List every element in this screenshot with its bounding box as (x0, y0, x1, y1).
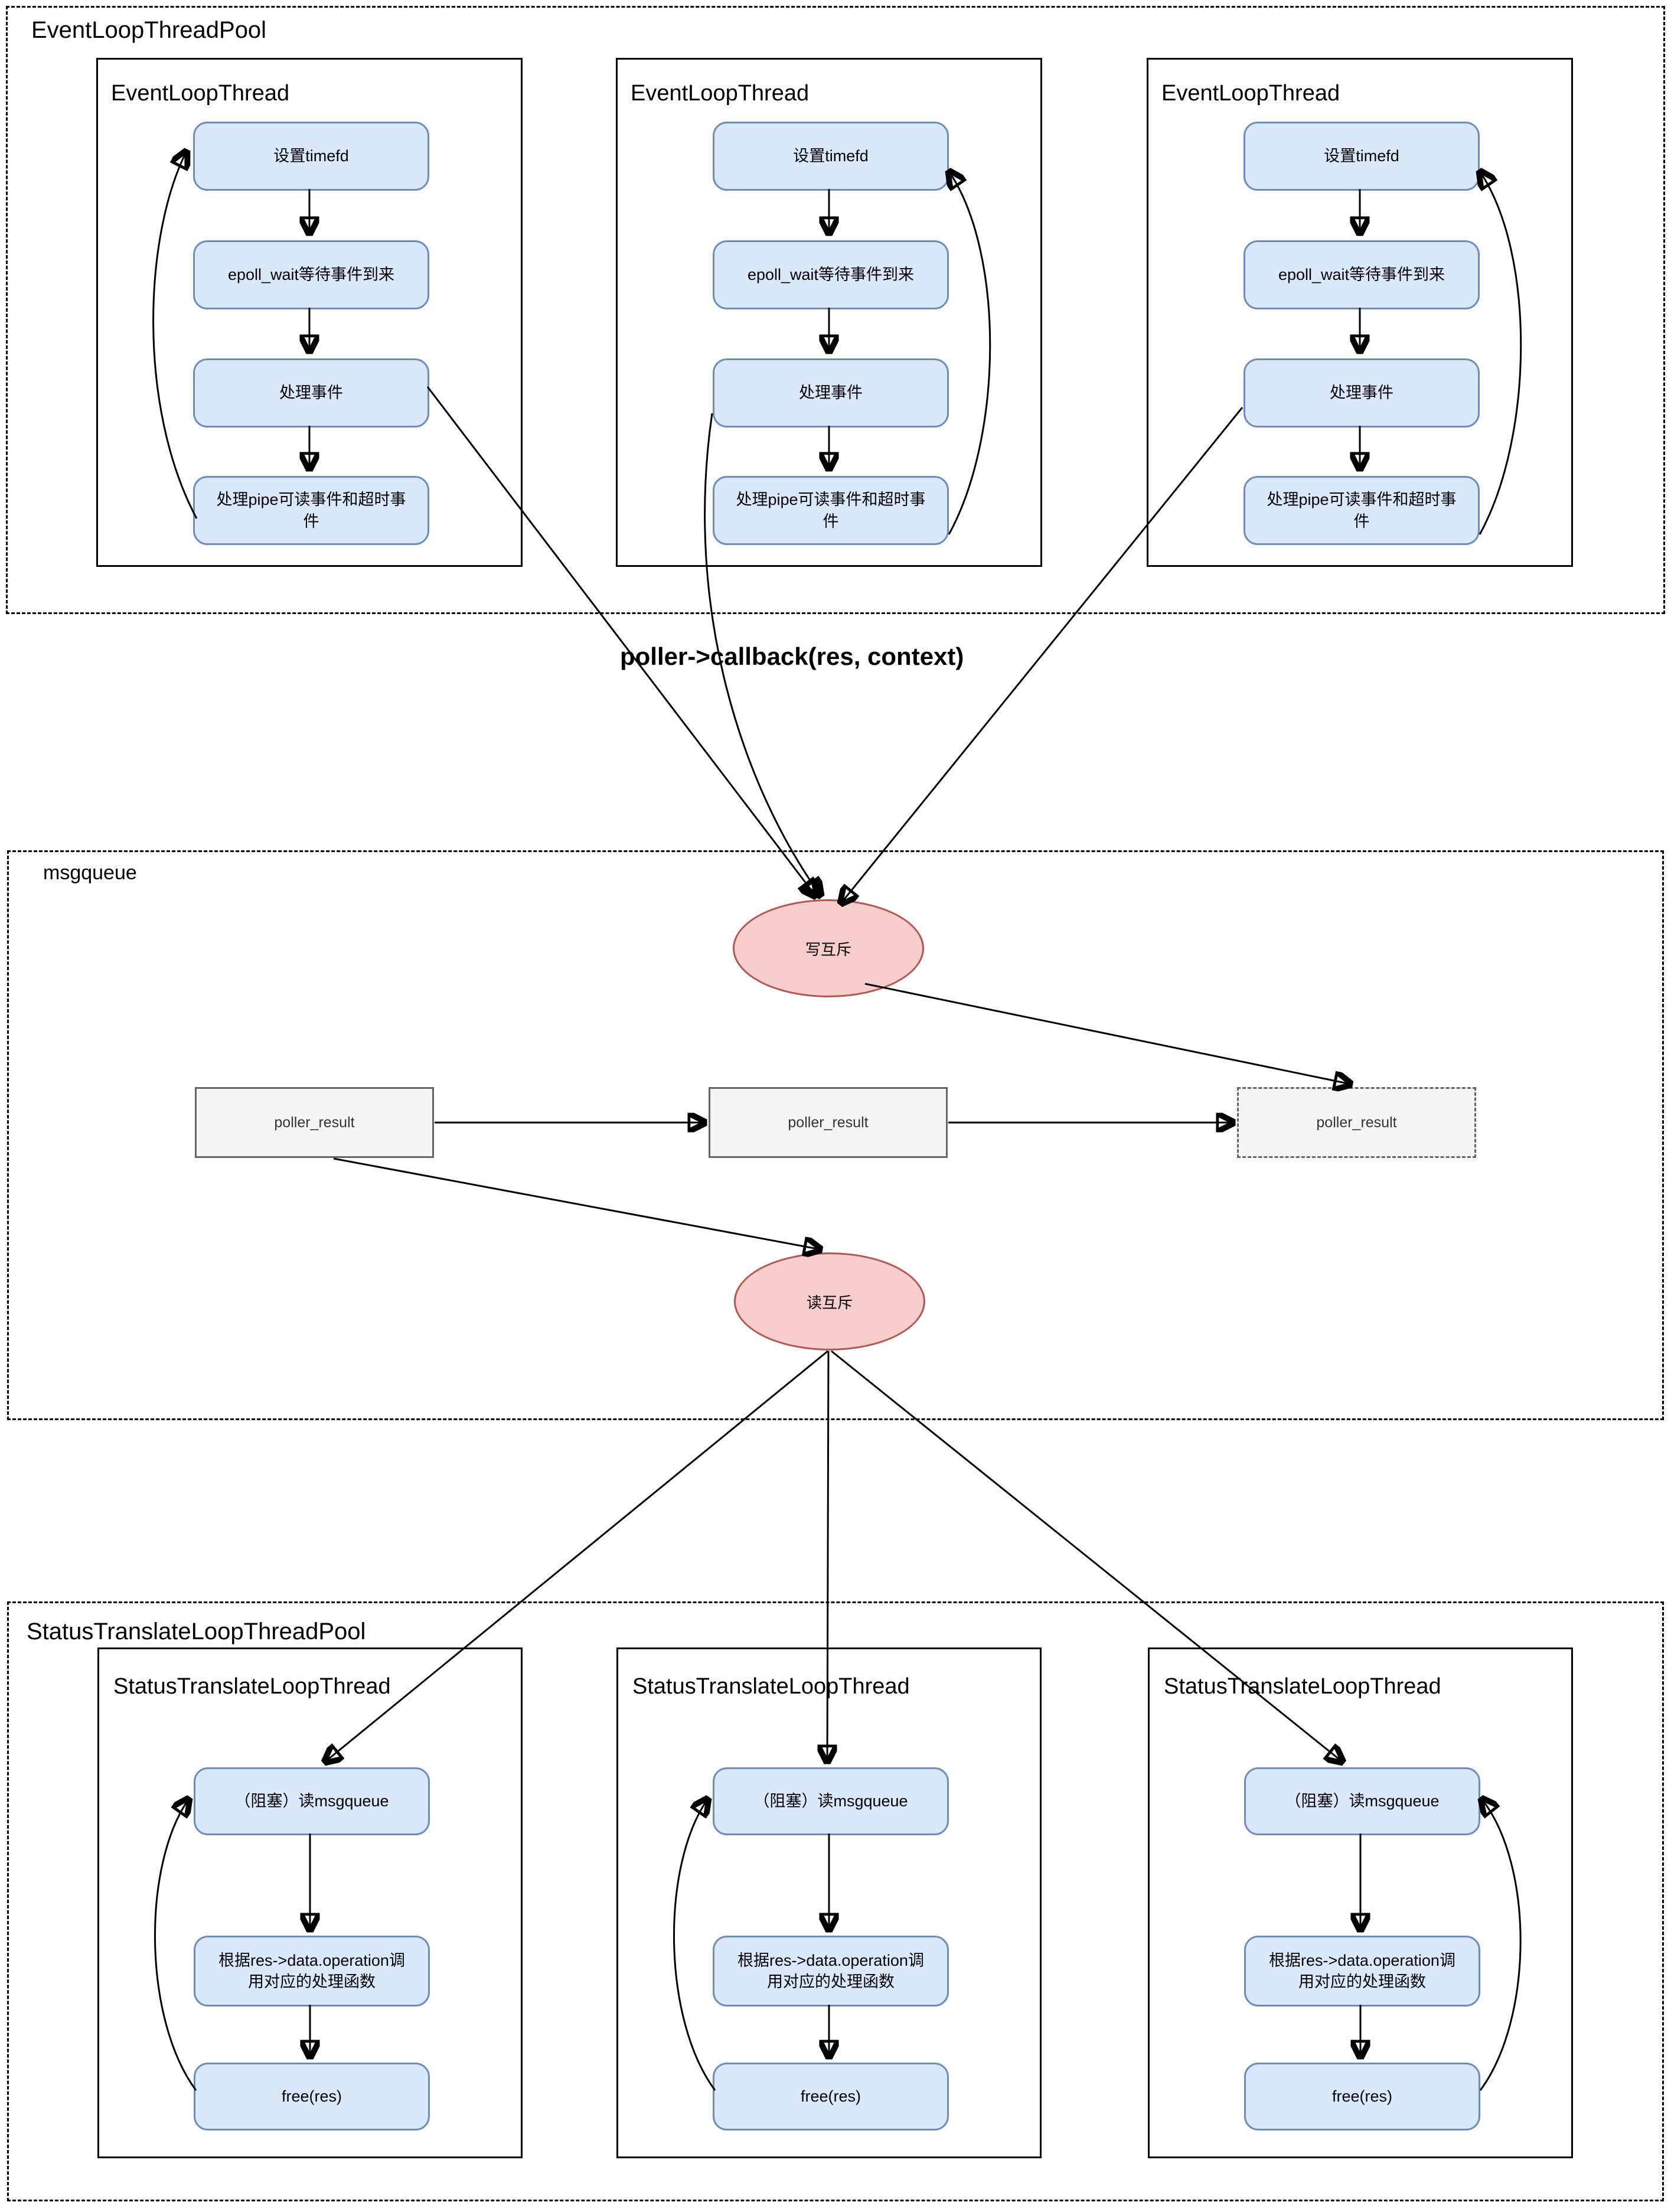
node-dispatch-handler-3: 根据res->data.operation调用对应的处理函数 (1244, 1936, 1480, 2007)
event-loop-thread-pool-label: EventLoopThreadPool (31, 17, 267, 43)
write-mutex-ellipse: 写互斥 (733, 899, 924, 997)
status-translate-thread-1-label: StatusTranslateLoopThread (113, 1674, 391, 1699)
poller-result-box-1: poller_result (195, 1087, 434, 1158)
event-loop-thread-3: EventLoopThread 设置timefd epoll_wait等待事件到… (1147, 58, 1573, 567)
msgqueue-label: msgqueue (43, 862, 137, 884)
node-handle-pipe-3: 处理pipe可读事件和超时事件 (1244, 476, 1480, 545)
node-read-msgqueue-1: （阻塞）读msgqueue (194, 1767, 430, 1835)
node-set-timefd-2: 设置timefd (713, 122, 949, 191)
node-set-timefd-3: 设置timefd (1244, 122, 1480, 191)
event-loop-thread-2-label: EventLoopThread (631, 81, 810, 106)
node-read-msgqueue-3: （阻塞）读msgqueue (1244, 1767, 1480, 1835)
status-translate-pool-label: StatusTranslateLoopThreadPool (27, 1619, 366, 1645)
node-epoll-wait-2: epoll_wait等待事件到来 (713, 240, 949, 309)
event-loop-thread-1: EventLoopThread 设置timefd epoll_wait等待事件到… (96, 58, 523, 567)
event-loop-thread-2: EventLoopThread 设置timefd epoll_wait等待事件到… (616, 58, 1042, 567)
event-loop-thread-1-label: EventLoopThread (111, 81, 290, 106)
node-free-res-2: free(res) (713, 2063, 949, 2131)
poller-result-box-2: poller_result (709, 1087, 948, 1158)
status-translate-thread-3-label: StatusTranslateLoopThread (1164, 1674, 1441, 1699)
status-translate-thread-2: StatusTranslateLoopThread （阻塞）读msgqueue … (616, 1647, 1042, 2158)
status-translate-thread-3: StatusTranslateLoopThread （阻塞）读msgqueue … (1148, 1647, 1573, 2158)
node-handle-pipe-2: 处理pipe可读事件和超时事件 (713, 476, 949, 545)
node-read-msgqueue-2: （阻塞）读msgqueue (713, 1767, 949, 1835)
poller-callback-annotation: poller->callback(res, context) (620, 642, 964, 670)
node-dispatch-handler-2: 根据res->data.operation调用对应的处理函数 (713, 1936, 949, 2007)
node-handle-event-2: 处理事件 (713, 358, 949, 428)
node-dispatch-handler-1: 根据res->data.operation调用对应的处理函数 (194, 1936, 430, 2007)
node-handle-event-1: 处理事件 (193, 358, 429, 428)
read-mutex-ellipse: 读互斥 (734, 1252, 925, 1350)
node-handle-pipe-1: 处理pipe可读事件和超时事件 (193, 476, 429, 545)
node-free-res-3: free(res) (1244, 2063, 1480, 2131)
node-epoll-wait-3: epoll_wait等待事件到来 (1244, 240, 1480, 309)
node-handle-event-3: 处理事件 (1244, 358, 1480, 428)
event-loop-thread-pool-container: EventLoopThreadPool (6, 6, 1665, 614)
event-loop-thread-3-label: EventLoopThread (1161, 81, 1340, 106)
status-translate-thread-2-label: StatusTranslateLoopThread (632, 1674, 910, 1699)
node-set-timefd-1: 设置timefd (193, 122, 429, 191)
status-translate-thread-1: StatusTranslateLoopThread （阻塞）读msgqueue … (97, 1647, 523, 2158)
node-free-res-1: free(res) (194, 2063, 430, 2131)
poller-result-box-3: poller_result (1237, 1087, 1476, 1158)
node-epoll-wait-1: epoll_wait等待事件到来 (193, 240, 429, 309)
